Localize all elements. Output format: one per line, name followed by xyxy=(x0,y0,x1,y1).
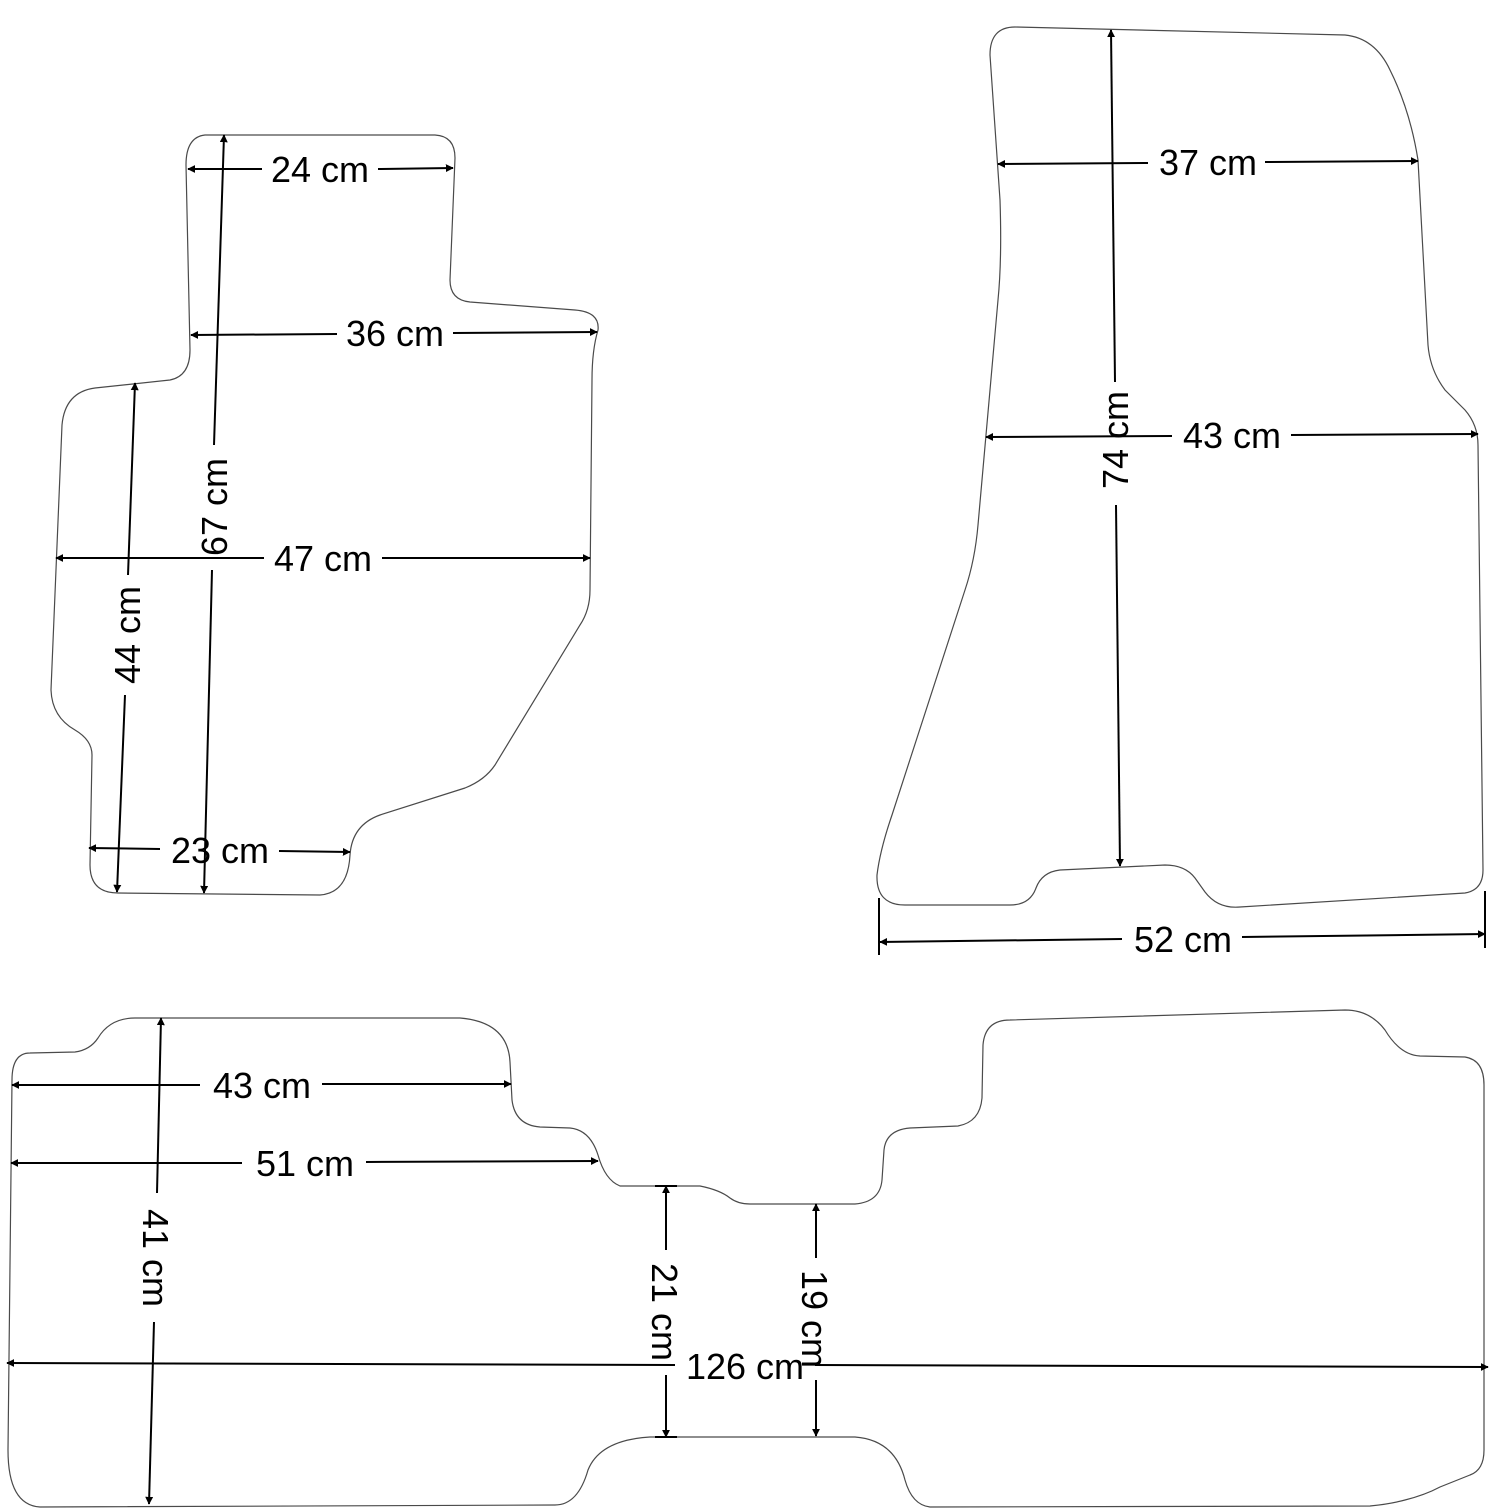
front-right-mat-outline xyxy=(876,26,1484,908)
front-left-bottom-width-label: 23 cm xyxy=(171,830,269,871)
front-left-total-height-label: 67 cm xyxy=(194,458,235,556)
rear-height-label: 41 cm xyxy=(135,1209,176,1307)
rear-total-width-label: 126 cm xyxy=(686,1346,804,1387)
front-left-side-height-label: 44 cm xyxy=(107,586,148,684)
rear-tunnel-depth-left-label: 21 cm xyxy=(644,1263,685,1361)
front-right-top-width-label: 37 cm xyxy=(1159,142,1257,183)
front-left-widest-label: 47 cm xyxy=(274,538,372,579)
front-right-bottom-width-label: 52 cm xyxy=(1134,919,1232,960)
rear-left-top-width-label: 43 cm xyxy=(213,1065,311,1106)
rear-tunnel-depth-right-label: 19 cm xyxy=(794,1270,835,1368)
front-right-mid-width-label: 43 cm xyxy=(1183,415,1281,456)
front-left-mid-width-label: 36 cm xyxy=(346,313,444,354)
front-left-top-width-label: 24 cm xyxy=(271,149,369,190)
front-right-height-label: 74 cm xyxy=(1095,391,1136,489)
rear-left-mid-width-label: 51 cm xyxy=(256,1143,354,1184)
rear-mat-outline xyxy=(7,1009,1485,1508)
front-left-mat-outline xyxy=(50,134,599,896)
